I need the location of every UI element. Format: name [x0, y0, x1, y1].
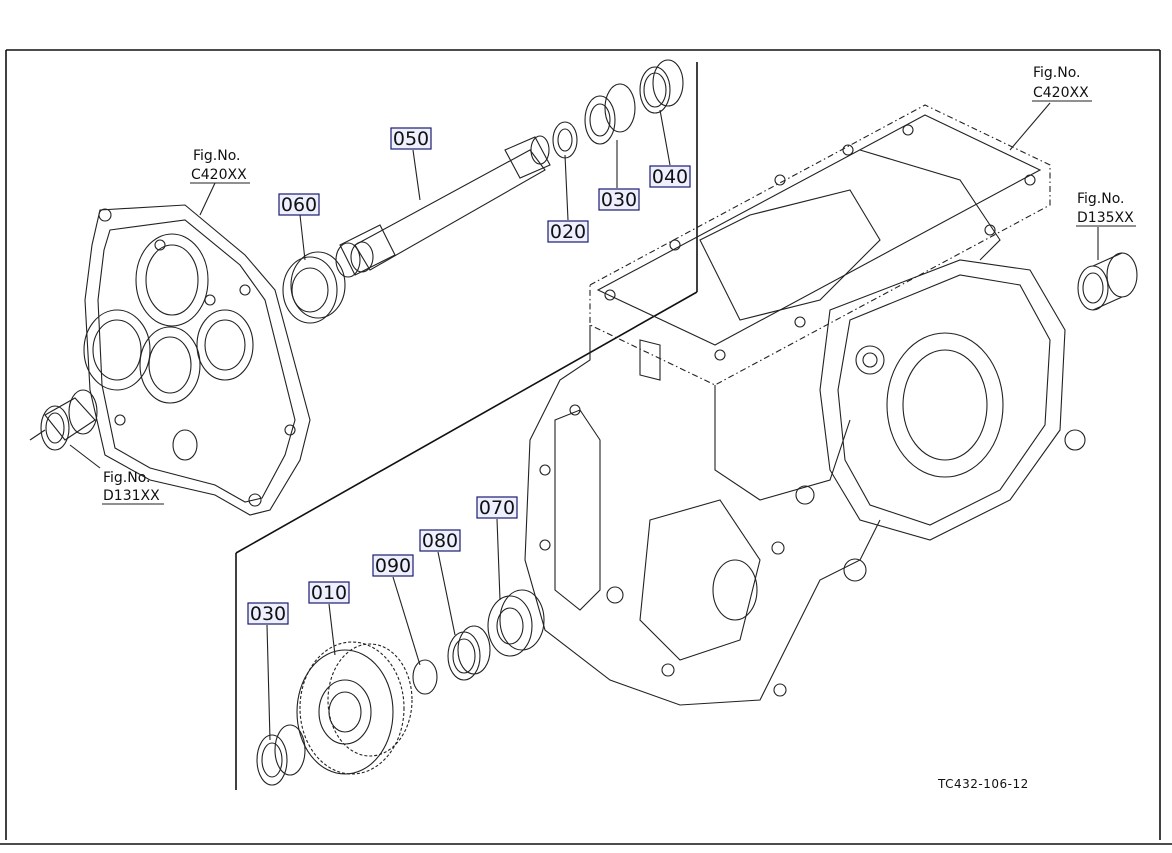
fig-ref-left-top[interactable]: Fig.No. C420XX	[190, 148, 250, 184]
svg-text:080: 080	[422, 530, 458, 552]
transmission-case	[524, 104, 1086, 706]
upper-shaft-assembly	[282, 59, 684, 324]
svg-text:Fig.No.: Fig.No.	[1077, 191, 1125, 207]
fig-ref-right-top[interactable]: Fig.No. C420XX	[1032, 65, 1092, 102]
part-callout-060[interactable]: 060	[278, 193, 320, 216]
svg-text:D135XX: D135XX	[1077, 210, 1134, 226]
part-callout-090[interactable]: 090	[372, 554, 414, 577]
part-callout-050[interactable]: 050	[390, 127, 432, 150]
lower-gear-assembly	[256, 589, 545, 786]
svg-text:020: 020	[550, 221, 586, 243]
figure-code: TC432-106-12	[937, 777, 1029, 791]
fig-ref-left-bottom[interactable]: Fig.No. D131XX	[102, 470, 164, 505]
svg-text:Fig.No.: Fig.No.	[103, 470, 151, 486]
svg-text:030: 030	[601, 189, 637, 211]
svg-text:Fig.No.: Fig.No.	[193, 148, 241, 164]
svg-text:050: 050	[393, 128, 429, 150]
part-callout-080[interactable]: 080	[419, 529, 461, 552]
part-callout-020[interactable]: 020	[547, 220, 589, 243]
left-needle-bearing	[29, 389, 98, 451]
fig-ref-right[interactable]: Fig.No. D135XX	[1076, 191, 1136, 227]
svg-text:070: 070	[479, 497, 515, 519]
svg-text:C420XX: C420XX	[191, 167, 247, 183]
svg-text:D131XX: D131XX	[103, 488, 160, 504]
svg-text:090: 090	[375, 555, 411, 577]
left-cover-plate	[83, 204, 311, 516]
svg-text:Fig.No.: Fig.No.	[1033, 65, 1081, 81]
right-needle-bearing	[1077, 252, 1138, 311]
svg-text:C420XX: C420XX	[1033, 85, 1089, 101]
svg-text:060: 060	[281, 194, 317, 216]
part-callout-030-upper[interactable]: 030	[598, 188, 640, 211]
diagram-frame	[0, 49, 1172, 845]
part-callout-030-lower[interactable]: 030	[247, 602, 289, 625]
part-callout-010[interactable]: 010	[308, 581, 350, 604]
assembly-bracket	[235, 62, 698, 790]
svg-text:030: 030	[250, 603, 286, 625]
part-callout-040[interactable]: 040	[649, 165, 691, 188]
svg-text:040: 040	[652, 166, 688, 188]
leader-lines	[69, 102, 1099, 741]
svg-text:010: 010	[311, 582, 347, 604]
part-callout-070[interactable]: 070	[476, 496, 518, 519]
